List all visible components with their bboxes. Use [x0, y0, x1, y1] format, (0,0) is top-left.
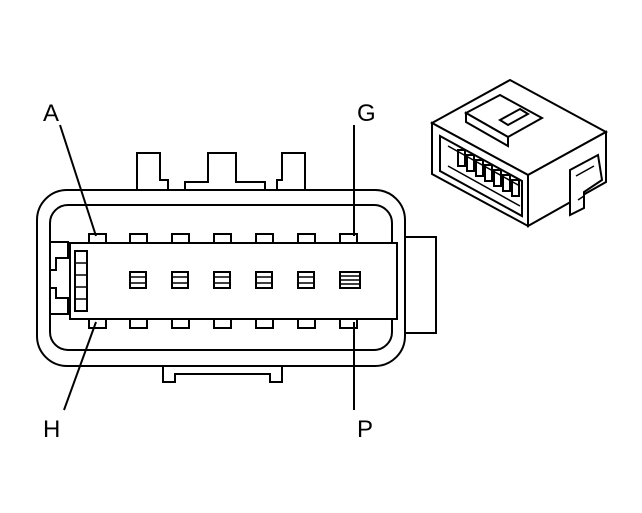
terminal-bottom: [255, 318, 274, 329]
connector-face-view: A G H P: [36, 100, 437, 443]
pin-label-h: H: [43, 416, 60, 443]
terminal-top: [297, 233, 316, 244]
pin-label-g: G: [357, 100, 376, 127]
terminal-bottom: [171, 318, 190, 329]
terminal-top: [88, 233, 107, 244]
top-locking-tabs: [136, 152, 306, 199]
pin-label-a: A: [43, 100, 59, 127]
pin-cavity: [213, 271, 231, 289]
terminal-top: [213, 233, 232, 244]
leader-lines: [59, 124, 355, 411]
terminal-bottom: [297, 318, 316, 329]
terminal-top: [255, 233, 274, 244]
terminal-top: [339, 233, 358, 244]
terminal-top: [171, 233, 190, 244]
connector-isometric-view: [429, 78, 609, 228]
side-latch: [404, 236, 437, 334]
pin-cavity: [297, 271, 315, 289]
pin-cavity: [255, 271, 273, 289]
terminal-bottom: [213, 318, 232, 329]
terminal-top: [129, 233, 148, 244]
pin-cavity-row: [129, 271, 361, 289]
pin-cavity: [129, 271, 147, 289]
terminal-bottom: [88, 318, 107, 329]
pin-cavity: [339, 271, 361, 289]
left-keying-feature: [50, 241, 69, 315]
pin-label-p: P: [357, 416, 373, 443]
terminal-bottom: [339, 318, 358, 329]
pin-cavity: [171, 271, 189, 289]
terminal-row-top: [88, 233, 358, 244]
iso-front-pins: [447, 145, 521, 207]
bottom-latch: [162, 365, 283, 383]
terminal-row-bottom: [88, 318, 358, 329]
terminal-bottom: [129, 318, 148, 329]
